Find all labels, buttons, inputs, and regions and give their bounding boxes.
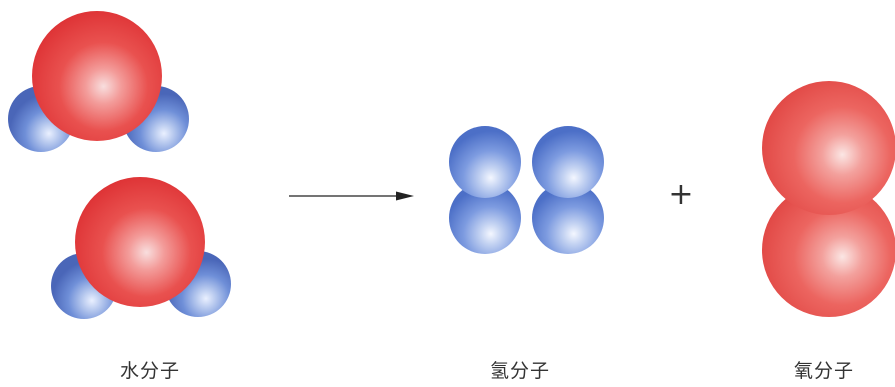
oxygen-molecule: [762, 81, 895, 317]
water-molecule-2: [51, 177, 231, 319]
oxygen-atom: [32, 11, 162, 141]
hydrogen-atom: [532, 182, 604, 254]
plus-sign: +: [668, 177, 693, 212]
reaction-arrow-icon: [289, 191, 414, 201]
oxygen-atom: [762, 81, 895, 215]
hydrogen-atom: [449, 182, 521, 254]
hydrogen-molecule-label: 氢分子: [490, 360, 551, 382]
hydrogen-atom: [532, 126, 604, 198]
water-molecule-label: 水分子: [120, 360, 181, 382]
oxygen-molecule-label: 氧分子: [794, 360, 855, 382]
oxygen-atom: [762, 183, 895, 317]
hydrogen-atom: [449, 126, 521, 198]
oxygen-atom: [75, 177, 205, 307]
water-molecule-1: [8, 11, 189, 152]
hydrogen-molecule-2: [532, 126, 604, 254]
hydrogen-molecule-1: [449, 126, 521, 254]
